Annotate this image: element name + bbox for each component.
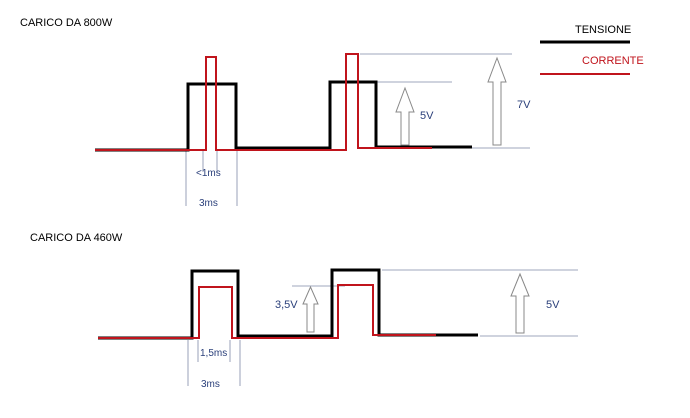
top-voltage-step-label: 5V [420,110,434,122]
bottom-panel-title: CARICO DA 460W [30,232,123,244]
bottom-voltage-waveform [98,268,478,340]
top-current-waveform [95,53,432,151]
bottom-pulse-width-label: 1,5ms [200,348,227,359]
bottom-voltage-step-label: 5V [546,299,560,311]
top-voltage-waveform [95,80,472,152]
top-voltage-step-arrow-icon [395,86,415,146]
legend-current-label: CORRENTE [582,55,644,67]
top-panel-title: CARICO DA 800W [20,17,113,29]
top-pulse-width-label: <1ms [196,168,221,179]
bottom-period-label: 3ms [201,379,220,390]
top-current-step-arrow-icon [487,56,507,146]
top-current-step-label: 7V [517,99,531,111]
top-period-label: 3ms [199,198,218,209]
bottom-voltage-step-arrow-icon [510,272,530,334]
legend-voltage-label: TENSIONE [575,24,631,36]
bottom-current-step-label: 3,5V [275,299,298,311]
bottom-current-waveform [98,284,436,339]
bottom-current-step-arrow-icon [302,285,319,333]
